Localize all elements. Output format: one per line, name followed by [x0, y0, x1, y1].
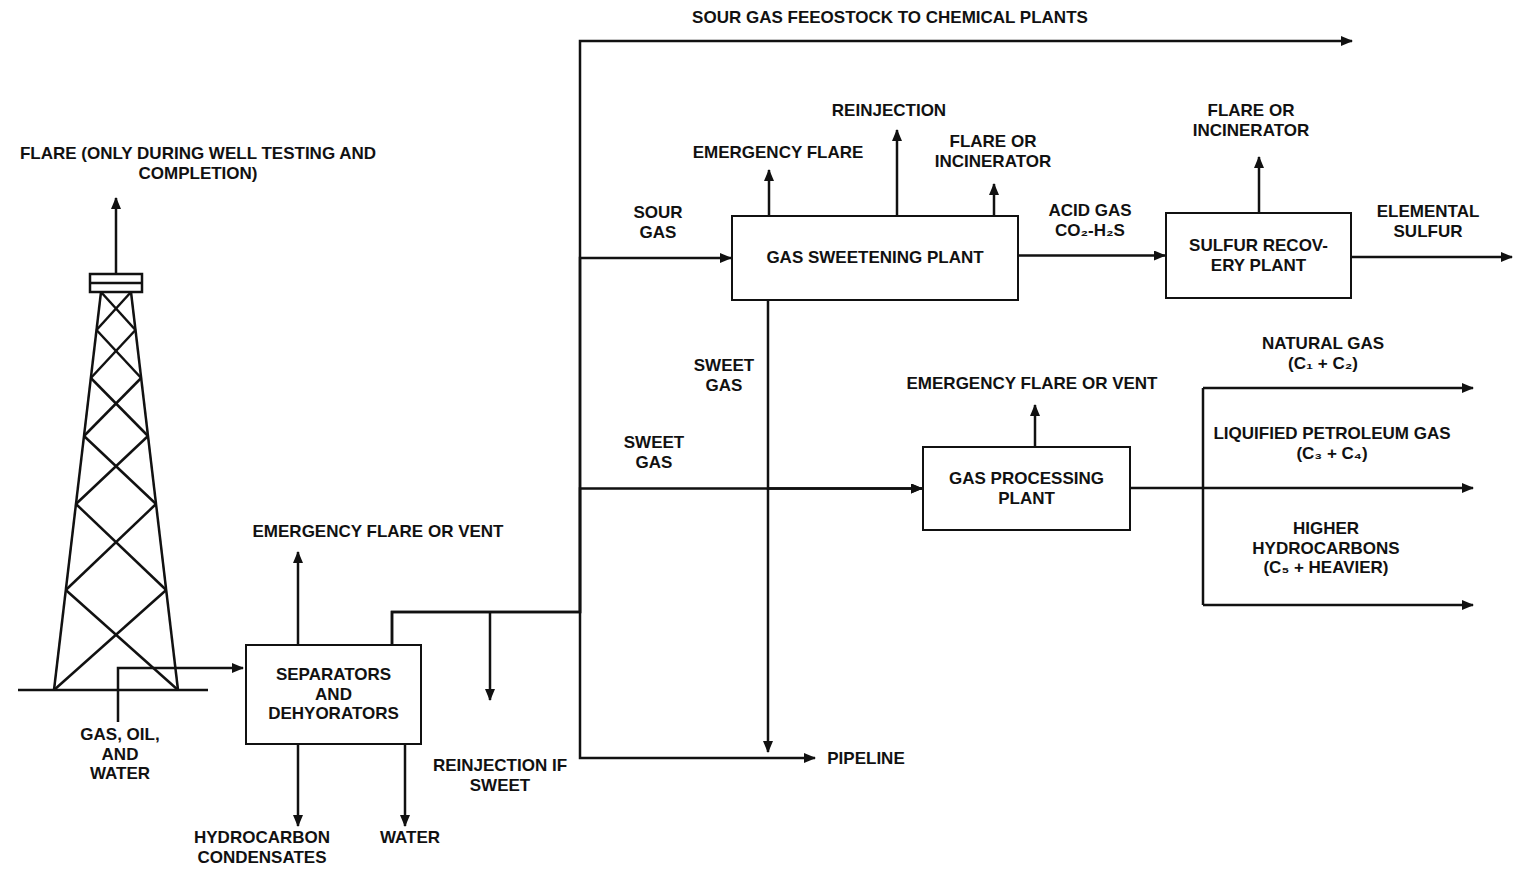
flow-label-holder: GAS, OIL, AND WATER — [70, 725, 170, 784]
lattice-brace — [84, 378, 141, 436]
lattice-brace — [91, 330, 136, 378]
sulfur-plant-box: SULFUR RECOV- ERY PLANT — [1165, 212, 1352, 299]
flow-arrow — [768, 301, 922, 489]
flow-label-holder: ELEMENTAL SULFUR — [1363, 202, 1493, 241]
lattice-brace — [76, 504, 166, 590]
flow-label: GAS, OIL, AND WATER — [80, 725, 159, 783]
flow-arrow — [392, 489, 922, 645]
flow-label-holder: NATURAL GAS (C₁ + C₂) — [1248, 334, 1398, 373]
lattice-brace — [54, 590, 166, 690]
flow-label: FLARE (ONLY DURING WELL TESTING AND COMP… — [20, 144, 376, 183]
derrick-illustration — [18, 198, 208, 690]
flow-label: REINJECTION IF SWEET — [433, 756, 567, 795]
flow-label: SOUR GAS FEEOSTOCK TO CHEMICAL PLANTS — [692, 8, 1088, 27]
box-label: SEPARATORS AND DEHYORATORS — [259, 665, 409, 724]
box-label: GAS SWEETENING PLANT — [766, 248, 983, 268]
flow-label: EMERGENCY FLARE — [693, 143, 864, 162]
edge-label: SWEET GAS — [694, 356, 754, 395]
lattice-brace — [76, 436, 148, 504]
edge-label: SWEET GAS — [624, 433, 684, 472]
lattice-brace — [91, 378, 148, 436]
flow-label: NATURAL GAS (C₁ + C₂) — [1262, 334, 1384, 373]
flow-label: ELEMENTAL SULFUR — [1377, 202, 1480, 241]
flow-label-holder: EMERGENCY FLARE OR VENT — [218, 522, 538, 542]
lattice-brace — [66, 590, 178, 690]
flow-label-holder: REINJECTION IF SWEET — [425, 756, 575, 795]
lattice-brace — [84, 436, 156, 504]
edge-label: ACID GAS CO₂-H₂S — [1048, 201, 1131, 240]
flow-arrow — [392, 258, 731, 644]
flow-label: WATER — [380, 828, 440, 847]
flow-label-holder: LIQUIFIED PETROLEUM GAS (C₃ + C₄) — [1202, 424, 1462, 463]
flow-label-holder: FLARE OR INCINERATOR — [918, 132, 1068, 171]
lattice-brace — [97, 292, 131, 330]
flow-label-holder: PIPELINE — [816, 749, 916, 769]
processing-plant-box: GAS PROCESSING PLANT — [922, 446, 1131, 531]
flow-label-holder: FLARE (ONLY DURING WELL TESTING AND COMP… — [8, 144, 388, 183]
flow-label: HYDROCARBON CONDENSATES — [194, 828, 330, 867]
edge-label-holder: SWEET GAS — [684, 356, 764, 395]
flow-label: FLARE OR INCINERATOR — [1193, 101, 1310, 140]
box-label: GAS PROCESSING PLANT — [942, 469, 1112, 508]
flow-label-holder: WATER — [370, 828, 450, 848]
flow-label: LIQUIFIED PETROLEUM GAS (C₃ + C₄) — [1213, 424, 1450, 463]
flow-label-holder: REINJECTION — [809, 101, 969, 121]
edge-label: SOUR GAS — [633, 203, 682, 242]
flow-label: PIPELINE — [827, 749, 904, 768]
flow-arrow — [1019, 254, 1165, 257]
flow-label: EMERGENCY FLARE OR VENT — [907, 374, 1158, 393]
sweetening-plant-box: GAS SWEETENING PLANT — [731, 215, 1019, 301]
flow-label-holder: EMERGENCY FLARE — [668, 143, 888, 163]
box-label: SULFUR RECOV- ERY PLANT — [1184, 236, 1334, 275]
edge-label-holder: SWEET GAS — [614, 433, 694, 472]
flow-label: EMERGENCY FLARE OR VENT — [253, 522, 504, 541]
separator-box: SEPARATORS AND DEHYORATORS — [245, 644, 422, 745]
flow-label: FLARE OR INCINERATOR — [935, 132, 1052, 171]
flow-label: REINJECTION — [832, 101, 946, 120]
lattice-brace — [97, 330, 142, 378]
flow-label: HIGHER HYDROCARBONS (C₅ + HEAVIER) — [1252, 519, 1399, 577]
edge-label-holder: SOUR GAS — [618, 203, 698, 242]
edge-label-holder: ACID GAS CO₂-H₂S — [1030, 201, 1150, 240]
flow-label-holder: HYDROCARBON CONDENSATES — [177, 828, 347, 867]
flow-label-holder: SOUR GAS FEEOSTOCK TO CHEMICAL PLANTS — [590, 8, 1190, 28]
lattice-brace — [66, 504, 156, 590]
lattice-brace — [101, 292, 135, 330]
flow-label-holder: FLARE OR INCINERATOR — [1176, 101, 1326, 140]
flow-label-holder: EMERGENCY FLARE OR VENT — [872, 374, 1192, 394]
flow-label-holder: HIGHER HYDROCARBONS (C₅ + HEAVIER) — [1241, 519, 1411, 578]
